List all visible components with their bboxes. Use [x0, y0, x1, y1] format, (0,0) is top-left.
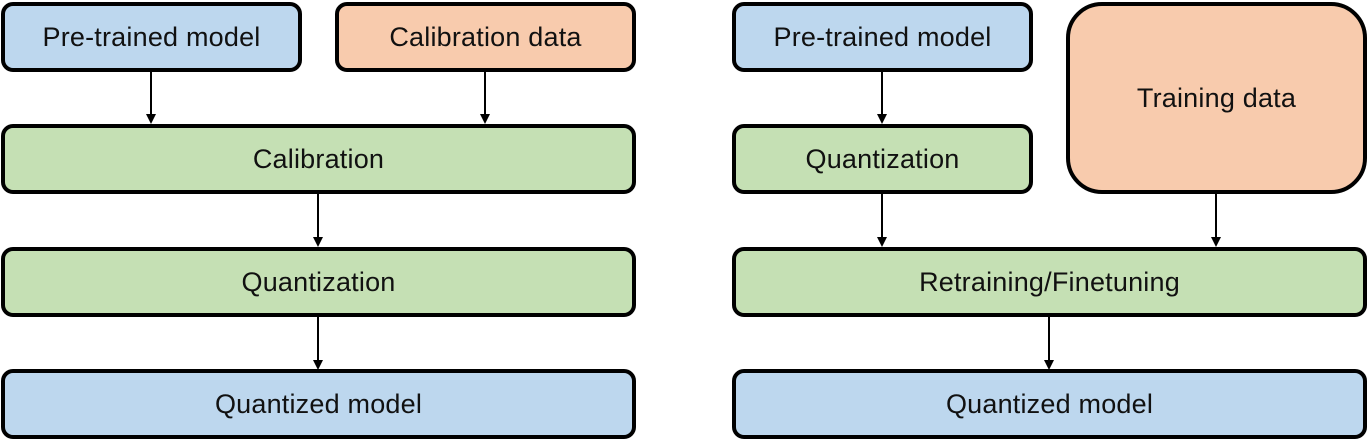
right-pretrained-model-box: Pre-trained model: [732, 2, 1033, 72]
right-quantization-label: Quantization: [805, 143, 960, 174]
arrowhead: [480, 114, 490, 124]
arrowhead: [146, 114, 156, 124]
right-training-data-label: Training data: [1136, 82, 1297, 113]
right-quantization-box: Quantization: [732, 124, 1033, 194]
arrowhead: [877, 237, 887, 247]
left-pretrained-model-box: Pre-trained model: [1, 2, 302, 72]
arrowhead: [1211, 237, 1221, 247]
right-quantized-model-label: Quantized model: [945, 388, 1154, 419]
arrowhead: [313, 237, 323, 247]
left-calibration-box: Calibration: [1, 124, 636, 194]
right-quantized-model-box: Quantized model: [732, 369, 1367, 439]
left-calibration-data-label: Calibration data: [389, 21, 582, 52]
left-quantization-box: Quantization: [1, 247, 636, 317]
left-calibration-data-box: Calibration data: [335, 2, 636, 72]
arrowhead: [877, 114, 887, 124]
left-quantized-model-box: Quantized model: [1, 369, 636, 439]
left-quantized-model-label: Quantized model: [214, 388, 423, 419]
left-calibration-label: Calibration: [252, 143, 385, 174]
right-pretrained-model-label: Pre-trained model: [773, 21, 992, 52]
right-retraining-box: Retraining/Finetuning: [732, 247, 1367, 317]
right-training-data-box: Training data: [1066, 2, 1367, 194]
left-pretrained-model-label: Pre-trained model: [42, 21, 261, 52]
left-quantization-label: Quantization: [241, 266, 396, 297]
right-retraining-label: Retraining/Finetuning: [919, 266, 1180, 297]
